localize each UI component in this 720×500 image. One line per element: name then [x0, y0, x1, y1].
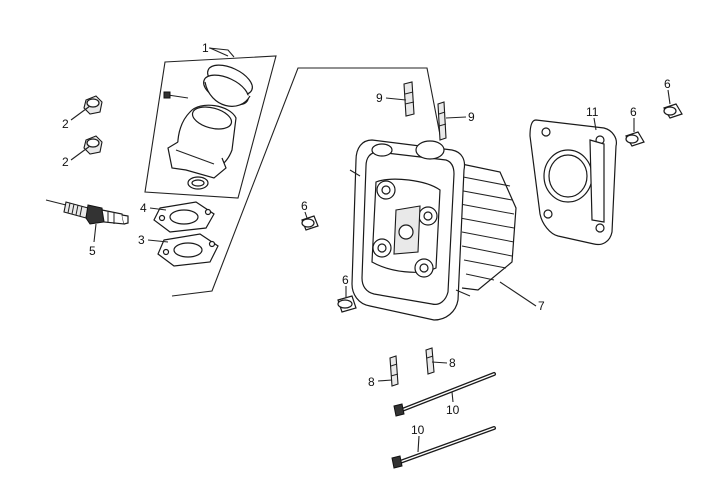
- callout-8-right: 8: [449, 356, 456, 370]
- leader-lines: [70, 47, 671, 453]
- nut-part-lower: [83, 135, 103, 155]
- clip-part-8-right: [425, 347, 435, 375]
- clip-part-9-right: [437, 101, 447, 141]
- callout-6-mid: 6: [301, 199, 308, 213]
- callout-6-right: 6: [630, 105, 637, 119]
- callout-2-upper: 2: [62, 117, 69, 131]
- dowel-pin-part-right: [625, 131, 645, 147]
- group-1-frame: [144, 47, 442, 297]
- callout-9-right: 9: [468, 110, 475, 124]
- callout-7: 7: [538, 299, 545, 313]
- callout-9-left: 9: [376, 91, 383, 105]
- dowel-pin-part-low: [337, 295, 357, 313]
- callout-10-lower: 10: [411, 423, 425, 437]
- callout-2-lower: 2: [62, 155, 69, 169]
- callout-5: 5: [89, 244, 96, 258]
- callout-8-left: 8: [368, 375, 375, 389]
- dowel-pin-part-mid: [301, 215, 319, 231]
- callout-1: 1: [202, 41, 209, 55]
- stud-bolt-part-lower: [391, 426, 496, 469]
- gasket-part-3: [157, 233, 219, 267]
- callout-3: 3: [138, 233, 145, 247]
- callout-6-low: 6: [342, 273, 349, 287]
- callout-10-upper: 10: [446, 403, 460, 417]
- callout-4: 4: [140, 201, 147, 215]
- cylinder-head-part: [349, 139, 517, 321]
- callout-11: 11: [586, 105, 599, 119]
- intake-manifold-part: [163, 64, 253, 190]
- nut-part-upper: [83, 95, 103, 115]
- dowel-pin-part-top-right: [663, 103, 683, 119]
- head-gasket-part: [529, 119, 617, 246]
- gasket-part-4: [153, 201, 215, 233]
- clip-part-9-left: [403, 81, 415, 117]
- clip-part-8-left: [389, 355, 399, 387]
- spark-plug-part: [45, 199, 129, 225]
- callout-6-top-right: 6: [664, 77, 671, 91]
- stud-bolt-part-upper: [393, 372, 496, 417]
- callout-labels: 1 2 2 4 3 5 6 6 6 6 7 8 8 9 9 10 10 11: [62, 41, 671, 437]
